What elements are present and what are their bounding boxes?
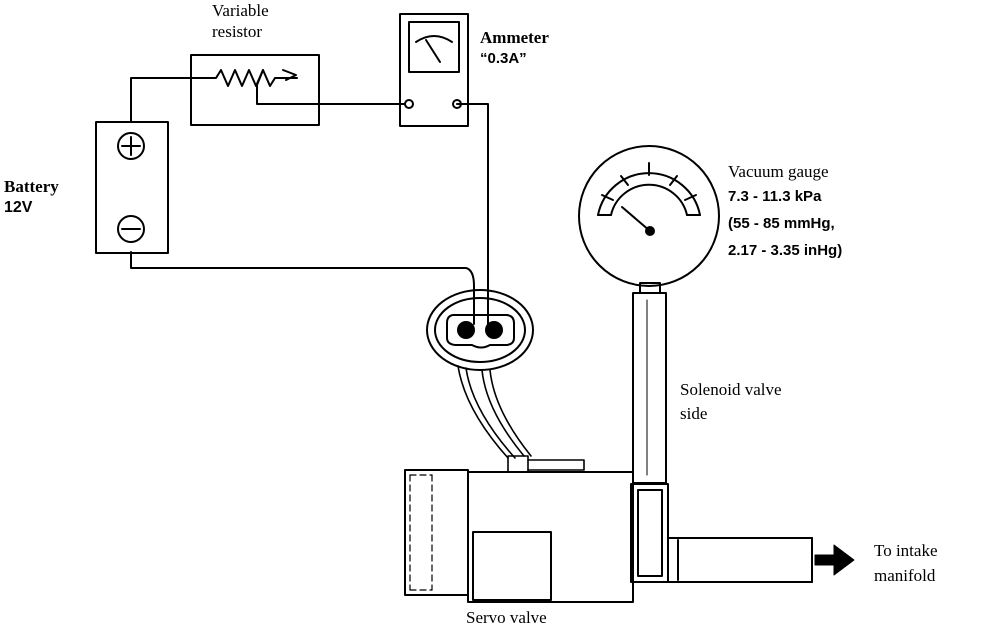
battery-label-line2: 12V: [4, 199, 33, 216]
ammeter: [399, 13, 469, 127]
battery: [95, 121, 169, 254]
gauge-pipe: [632, 282, 667, 484]
variable-resistor-label-line2: resistor: [212, 22, 263, 41]
connector-leads: [457, 365, 585, 473]
ammeter-label-line1: Ammeter: [480, 28, 549, 47]
vacuum-gauge-label-inhg: 2.17 - 3.35 inHg): [728, 242, 843, 259]
vacuum-gauge-label-kpa: 7.3 - 11.3 kPa: [728, 188, 822, 205]
solenoid-valve-side-line1: Solenoid valve: [680, 380, 782, 399]
ammeter-label: Ammeter “0.3A”: [480, 27, 549, 69]
variable-resistor-label: Variable resistor: [212, 0, 269, 42]
intake-label-line1: To intake: [874, 541, 938, 560]
battery-positive-icon: [117, 132, 145, 160]
solenoid-valve-side-line2: side: [680, 404, 708, 423]
vacuum-gauge-label-mmhg: (55 - 85 mmHg,: [728, 215, 835, 232]
intake-label: To intake manifold: [874, 538, 937, 588]
vacuum-gauge-label-title: Vacuum gauge: [728, 162, 829, 181]
servo-valve: [404, 469, 669, 603]
flow-arrow-icon: [814, 544, 855, 576]
variable-resistor-label-line1: Variable: [212, 1, 269, 20]
solenoid-valve-side-label: Solenoid valve side: [680, 378, 782, 426]
intake-pipe: [667, 537, 813, 583]
ammeter-label-line2: “0.3A”: [480, 50, 527, 67]
vacuum-gauge-label: Vacuum gauge 7.3 - 11.3 kPa (55 - 85 mmH…: [728, 161, 842, 264]
battery-negative-icon: [117, 215, 145, 243]
wiring: [130, 77, 489, 325]
vacuum-gauge: [578, 145, 720, 287]
connector: [426, 289, 534, 371]
variable-resistor: [190, 54, 320, 126]
intake-label-line2: manifold: [874, 566, 936, 585]
servo-valve-label-text: Servo valve: [466, 608, 547, 627]
servo-valve-label: Servo valve: [466, 607, 547, 628]
battery-label: Battery 12V: [4, 176, 59, 218]
battery-label-line1: Battery: [4, 177, 59, 196]
